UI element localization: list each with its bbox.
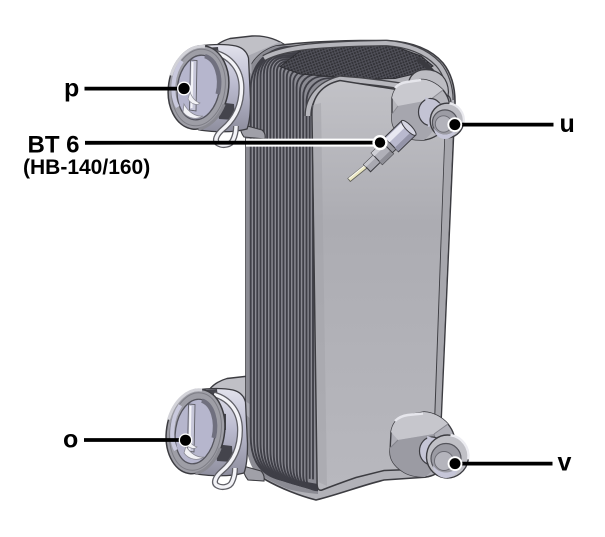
- svg-text:v: v: [558, 449, 572, 477]
- svg-text:BT 6: BT 6: [28, 132, 80, 159]
- svg-text:(HB-140/160): (HB-140/160): [23, 156, 150, 179]
- svg-text:o: o: [63, 425, 78, 453]
- svg-text:u: u: [560, 110, 575, 138]
- svg-text:p: p: [64, 75, 79, 103]
